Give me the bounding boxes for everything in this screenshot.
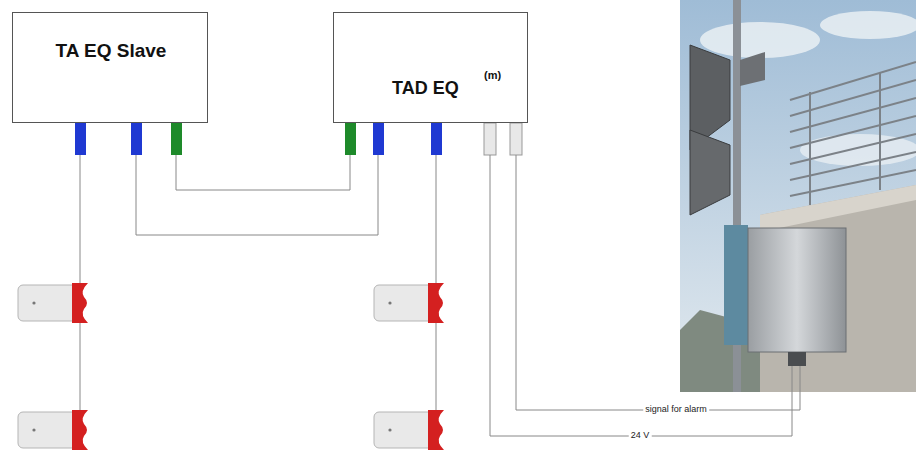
site-photo bbox=[680, 0, 916, 392]
green-port bbox=[345, 123, 356, 155]
siren-wire bbox=[436, 155, 437, 283]
cable-gland bbox=[788, 352, 806, 366]
siren-wire bbox=[80, 155, 81, 283]
siren-wire bbox=[436, 322, 437, 410]
alarm-cabinet bbox=[748, 228, 846, 352]
blue-link-wire bbox=[136, 123, 378, 235]
blue-port bbox=[373, 123, 384, 155]
wires bbox=[80, 155, 800, 436]
alarm-signal-wire bbox=[516, 155, 800, 410]
siren-symbol bbox=[374, 283, 444, 323]
siren-symbol bbox=[18, 283, 88, 323]
green-port bbox=[171, 123, 182, 155]
device-name: TAD EQ bbox=[392, 79, 459, 99]
ports bbox=[75, 123, 522, 155]
blue-port bbox=[431, 123, 442, 155]
wall-top bbox=[760, 185, 916, 232]
sky bbox=[680, 0, 916, 392]
horn-speaker bbox=[690, 130, 730, 215]
cloud bbox=[820, 11, 916, 39]
mount-plate bbox=[724, 225, 748, 345]
device-box: TA EQ Slave bbox=[12, 12, 208, 123]
siren-symbol bbox=[18, 410, 88, 450]
power-wire bbox=[490, 155, 792, 436]
model-suffix: (m) bbox=[484, 69, 501, 81]
siren-wire bbox=[80, 322, 81, 410]
blue-port bbox=[75, 123, 86, 155]
device-name: TA EQ Slave bbox=[56, 41, 167, 62]
grey-port bbox=[484, 123, 496, 155]
cloud bbox=[700, 22, 820, 58]
voltage-label: 24 V bbox=[629, 431, 652, 441]
bracket bbox=[740, 52, 765, 86]
sirens bbox=[18, 283, 444, 450]
device-box: TAD EQ (m) bbox=[333, 12, 528, 123]
green-link-wire bbox=[176, 123, 350, 190]
siren-symbol bbox=[374, 410, 444, 450]
grey-port bbox=[510, 123, 522, 155]
blue-port bbox=[131, 123, 142, 155]
signal-label: signal for alarm bbox=[643, 405, 709, 415]
railing bbox=[790, 62, 916, 205]
